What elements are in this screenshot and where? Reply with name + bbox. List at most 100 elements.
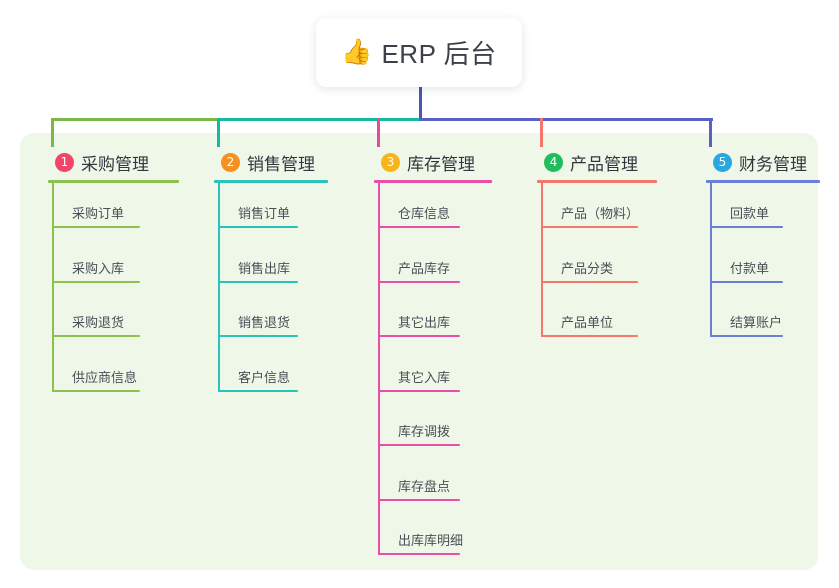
leaf-underline bbox=[378, 226, 460, 228]
leaf-underline bbox=[218, 335, 298, 337]
leaf-underline bbox=[52, 389, 140, 392]
leaf-underline bbox=[378, 444, 460, 446]
branch-underline bbox=[48, 180, 179, 183]
leaf-label: 产品分类 bbox=[561, 260, 614, 276]
branch-underline bbox=[706, 180, 820, 183]
leaf-label: 回款单 bbox=[730, 206, 770, 221]
branch-title: 产品管理 bbox=[570, 155, 638, 174]
leaf-label: 采购退货 bbox=[72, 315, 125, 330]
leaf-label: 付款单 bbox=[730, 260, 770, 276]
leaf-item[interactable]: 结算账户 bbox=[710, 313, 783, 337]
root-stem-connector bbox=[419, 87, 422, 121]
leaf-underline bbox=[378, 553, 460, 555]
leaf-item[interactable]: 采购入库 bbox=[52, 259, 140, 283]
leaf-underline bbox=[378, 335, 460, 337]
leaf-label: 产品（物料） bbox=[561, 206, 640, 221]
branch-drop-connector-1 bbox=[51, 118, 54, 147]
leaf-label: 其它出库 bbox=[398, 315, 451, 330]
root-node[interactable]: 👍 ERP 后台 bbox=[316, 18, 522, 87]
leaf-item[interactable]: 采购订单 bbox=[52, 204, 140, 228]
branch-spine bbox=[541, 183, 543, 337]
leaf-item[interactable]: 销售退货 bbox=[218, 313, 298, 337]
branch-drop-connector-4 bbox=[540, 118, 543, 147]
branch-title: 销售管理 bbox=[247, 155, 315, 174]
leaf-underline bbox=[52, 335, 140, 337]
leaf-underline bbox=[710, 226, 783, 228]
leaf-label: 出库库明细 bbox=[398, 533, 464, 548]
branch-number-badge: 4 bbox=[544, 153, 563, 172]
branch-drop-connector-2 bbox=[217, 118, 220, 147]
leaf-underline bbox=[52, 226, 140, 228]
branch-spine bbox=[378, 183, 380, 555]
leaf-item[interactable]: 其它出库 bbox=[378, 313, 460, 337]
leaf-item[interactable]: 库存调拨 bbox=[378, 422, 460, 446]
branch-title: 库存管理 bbox=[407, 155, 475, 174]
leaf-item[interactable]: 销售订单 bbox=[218, 204, 298, 228]
branch-panel-background bbox=[20, 133, 818, 570]
leaf-item[interactable]: 销售出库 bbox=[218, 259, 298, 283]
branch-spine bbox=[710, 183, 712, 337]
bus-segment-right bbox=[419, 118, 713, 121]
branch-number-badge: 3 bbox=[381, 153, 400, 172]
leaf-underline bbox=[541, 335, 638, 337]
branch-column-2: 2 销售管理销售订单销售出库销售退货客户信息 bbox=[200, 145, 328, 392]
root-title: ERP 后台 bbox=[381, 39, 497, 69]
leaf-item[interactable]: 回款单 bbox=[710, 204, 783, 228]
bus-segment-mid bbox=[218, 118, 420, 121]
leaf-item[interactable]: 付款单 bbox=[710, 259, 783, 283]
leaf-item[interactable]: 仓库信息 bbox=[378, 204, 460, 228]
branch-number-badge: 2 bbox=[221, 153, 240, 172]
branch-drop-connector-5 bbox=[709, 118, 712, 147]
branch-heading-3[interactable]: 3 库存管理 bbox=[360, 145, 475, 180]
branch-heading-1[interactable]: 1 采购管理 bbox=[34, 145, 149, 180]
leaf-label: 供应商信息 bbox=[72, 369, 138, 385]
branch-heading-4[interactable]: 4 产品管理 bbox=[523, 145, 638, 180]
leaf-underline bbox=[710, 335, 783, 337]
leaf-underline bbox=[378, 498, 460, 501]
leaf-item[interactable]: 客户信息 bbox=[218, 368, 298, 392]
branch-heading-5[interactable]: 5 财务管理 bbox=[692, 145, 807, 180]
leaf-label: 销售出库 bbox=[238, 260, 291, 276]
branch-column-1: 1 采购管理采购订单采购入库采购退货供应商信息 bbox=[34, 145, 179, 392]
leaf-label: 仓库信息 bbox=[398, 206, 451, 221]
leaf-item[interactable]: 出库库明细 bbox=[378, 531, 464, 555]
leaf-label: 采购入库 bbox=[72, 260, 125, 276]
leaf-item[interactable]: 供应商信息 bbox=[52, 368, 140, 392]
leaf-label: 销售订单 bbox=[238, 206, 291, 221]
bus-segment-left bbox=[52, 118, 221, 121]
leaf-label: 采购订单 bbox=[72, 206, 125, 221]
leaf-item[interactable]: 产品单位 bbox=[541, 313, 638, 337]
leaf-underline bbox=[218, 226, 298, 228]
branch-number-badge: 1 bbox=[55, 153, 74, 172]
leaf-item[interactable]: 产品（物料） bbox=[541, 204, 640, 228]
branch-spine bbox=[218, 183, 220, 392]
thumbs-up-icon: 👍 bbox=[341, 38, 373, 66]
branch-heading-2[interactable]: 2 销售管理 bbox=[200, 145, 315, 180]
leaf-label: 库存盘点 bbox=[398, 478, 451, 494]
leaf-item[interactable]: 产品分类 bbox=[541, 259, 638, 283]
leaf-label: 库存调拨 bbox=[398, 424, 451, 439]
branch-title: 财务管理 bbox=[739, 155, 807, 174]
branch-spine bbox=[52, 183, 54, 392]
leaf-underline bbox=[218, 389, 298, 392]
branch-drop-connector-3 bbox=[377, 118, 380, 147]
branch-column-4: 4 产品管理产品（物料） 产品分类产品单位 bbox=[523, 145, 657, 337]
leaf-underline bbox=[218, 280, 298, 283]
leaf-item[interactable]: 采购退货 bbox=[52, 313, 140, 337]
leaf-label: 产品库存 bbox=[398, 260, 451, 276]
leaf-item[interactable]: 库存盘点 bbox=[378, 477, 460, 501]
branch-underline bbox=[374, 180, 492, 183]
leaf-underline bbox=[378, 280, 460, 283]
leaf-label: 客户信息 bbox=[238, 369, 291, 385]
branch-number-badge: 5 bbox=[713, 153, 732, 172]
leaf-item[interactable]: 产品库存 bbox=[378, 259, 460, 283]
leaf-underline bbox=[710, 280, 783, 283]
branch-title: 采购管理 bbox=[81, 155, 149, 174]
leaf-item[interactable]: 其它入库 bbox=[378, 368, 460, 392]
leaf-underline bbox=[378, 389, 460, 392]
branch-underline bbox=[214, 180, 328, 183]
leaf-label: 产品单位 bbox=[561, 315, 614, 330]
branch-column-5: 5 财务管理回款单付款单结算账户 bbox=[692, 145, 820, 337]
leaf-label: 结算账户 bbox=[730, 315, 783, 330]
